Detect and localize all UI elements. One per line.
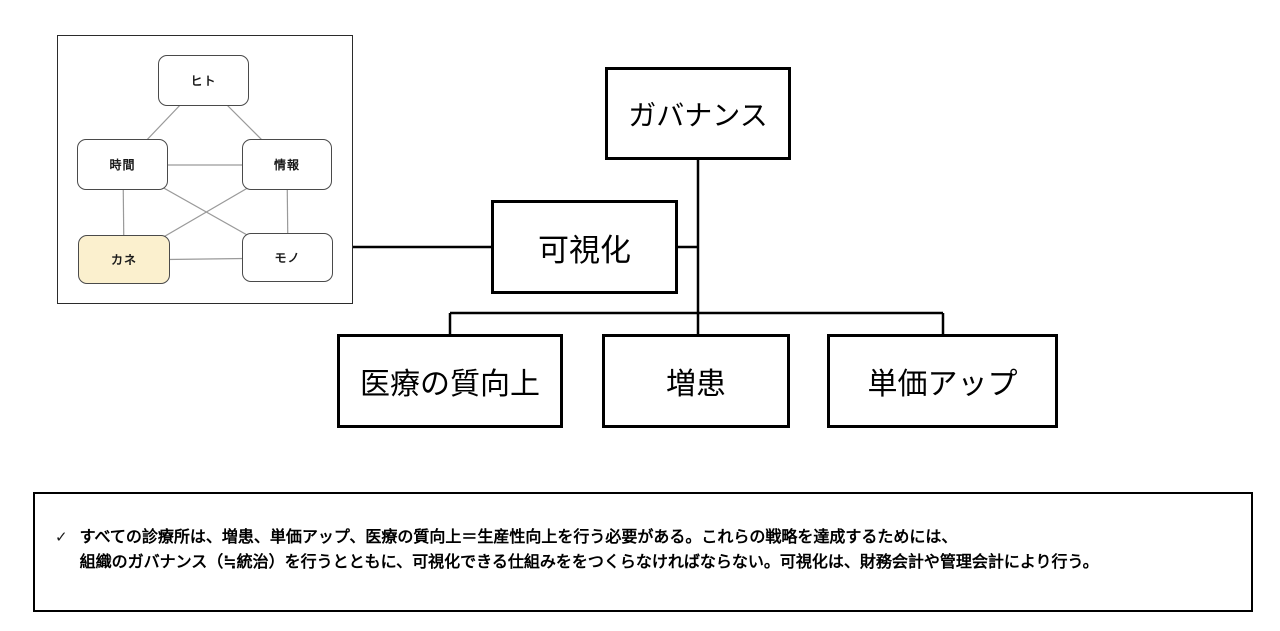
note-line-1: すべての診療所は、増患、単価アップ、医療の質向上＝生産性向上を行う必要がある。こ…: [79, 529, 958, 546]
note-text: すべての診療所は、増患、単価アップ、医療の質向上＝生産性向上を行う必要がある。こ…: [80, 525, 1099, 575]
org-node-label: 医療の質向上: [360, 368, 540, 401]
checkmark-icon: ✓: [55, 529, 68, 546]
note-box: ✓ すべての診療所は、増患、単価アップ、医療の質向上＝生産性向上を行う必要がある…: [33, 492, 1253, 612]
org-node-governance: ガバナンス: [605, 67, 791, 160]
resource-node-mono: モノ: [242, 233, 333, 282]
org-node-label: ガバナンス: [628, 99, 768, 131]
org-node-label: 増患: [666, 368, 726, 401]
resource-node-label: 時間: [109, 158, 136, 172]
org-node-visualization: 可視化: [491, 200, 678, 294]
org-node-label: 単価アップ: [867, 368, 1018, 401]
org-connector-lines: [353, 160, 945, 334]
resource-node-label: ヒト: [190, 74, 217, 88]
resource-node-kane: カネ: [78, 235, 170, 284]
resource-node-label: 情報: [273, 158, 300, 172]
org-node-label: 可視化: [538, 232, 631, 268]
resource-node-joho: 情報: [242, 139, 332, 190]
resource-node-label: モノ: [274, 251, 301, 265]
org-node-patient-increase: 増患: [602, 334, 790, 428]
resource-node-hito: ヒト: [158, 55, 249, 106]
resource-node-label: カネ: [110, 253, 137, 267]
org-node-unit-price-up: 単価アップ: [827, 334, 1058, 428]
org-node-quality-improvement: 医療の質向上: [337, 334, 563, 428]
resource-node-jikan: 時間: [77, 139, 168, 190]
note-line-2: 組織のガバナンス（≒統治）を行うとともに、可視化できる仕組みををつくらなければな…: [79, 554, 1099, 571]
